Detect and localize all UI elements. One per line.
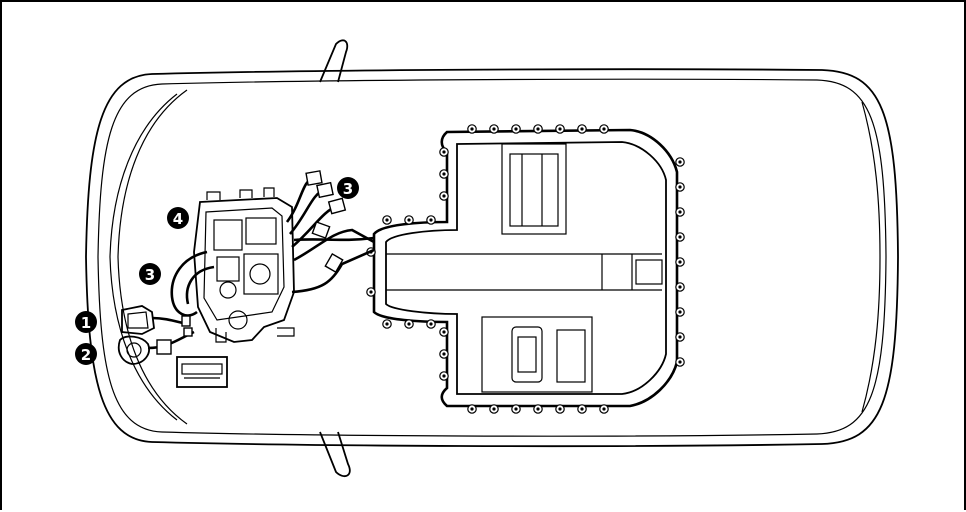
bolt-center bbox=[580, 407, 584, 411]
callout-3-lower-label: 3 bbox=[145, 266, 155, 284]
battery-bolts bbox=[366, 124, 685, 414]
callout-2: 2 bbox=[75, 343, 97, 365]
bolt-center bbox=[602, 127, 606, 131]
callout-1: 1 bbox=[75, 311, 97, 333]
bolt-center bbox=[678, 335, 682, 339]
bolt-center bbox=[385, 218, 389, 222]
bolt-center bbox=[514, 407, 518, 411]
callout-3-upper: 3 bbox=[337, 177, 359, 199]
bolt-center bbox=[429, 322, 433, 326]
high-voltage-cables bbox=[170, 170, 375, 317]
bolt-center bbox=[678, 210, 682, 214]
charging-inlets bbox=[117, 305, 195, 365]
vehicle-body-outline bbox=[85, 39, 899, 478]
bolt-center bbox=[385, 322, 389, 326]
bolt-center bbox=[470, 127, 474, 131]
callout-2-label: 2 bbox=[81, 346, 91, 364]
bolt-center bbox=[442, 150, 446, 154]
bolt-center bbox=[492, 127, 496, 131]
callout-3-lower: 3 bbox=[139, 263, 161, 285]
callout-4: 4 bbox=[167, 207, 189, 229]
auxiliary-battery bbox=[176, 356, 228, 388]
bolt-center bbox=[369, 290, 373, 294]
power-control-module bbox=[193, 187, 295, 343]
callout-4-label: 4 bbox=[173, 210, 183, 228]
bolt-center bbox=[678, 260, 682, 264]
bolt-center bbox=[407, 218, 411, 222]
bolt-center bbox=[602, 407, 606, 411]
bolt-center bbox=[580, 127, 584, 131]
bolt-center bbox=[536, 407, 540, 411]
bolt-center bbox=[407, 322, 411, 326]
bolt-center bbox=[678, 235, 682, 239]
callout-1-label: 1 bbox=[81, 314, 91, 332]
bolt-center bbox=[678, 160, 682, 164]
bolt-center bbox=[492, 407, 496, 411]
bolt-center bbox=[442, 172, 446, 176]
bolt-center bbox=[429, 218, 433, 222]
bolt-center bbox=[678, 285, 682, 289]
callout-3-upper-label: 3 bbox=[343, 180, 353, 198]
battery-pack bbox=[366, 124, 685, 414]
bolt-center bbox=[678, 310, 682, 314]
bolt-center bbox=[536, 127, 540, 131]
bolt-center bbox=[470, 407, 474, 411]
bolt-center bbox=[442, 352, 446, 356]
bolt-center bbox=[558, 407, 562, 411]
bolt-center bbox=[442, 330, 446, 334]
bolt-center bbox=[442, 194, 446, 198]
bolt-center bbox=[678, 185, 682, 189]
bolt-center bbox=[558, 127, 562, 131]
bolt-center bbox=[514, 127, 518, 131]
bolt-center bbox=[442, 374, 446, 378]
bolt-center bbox=[678, 360, 682, 364]
